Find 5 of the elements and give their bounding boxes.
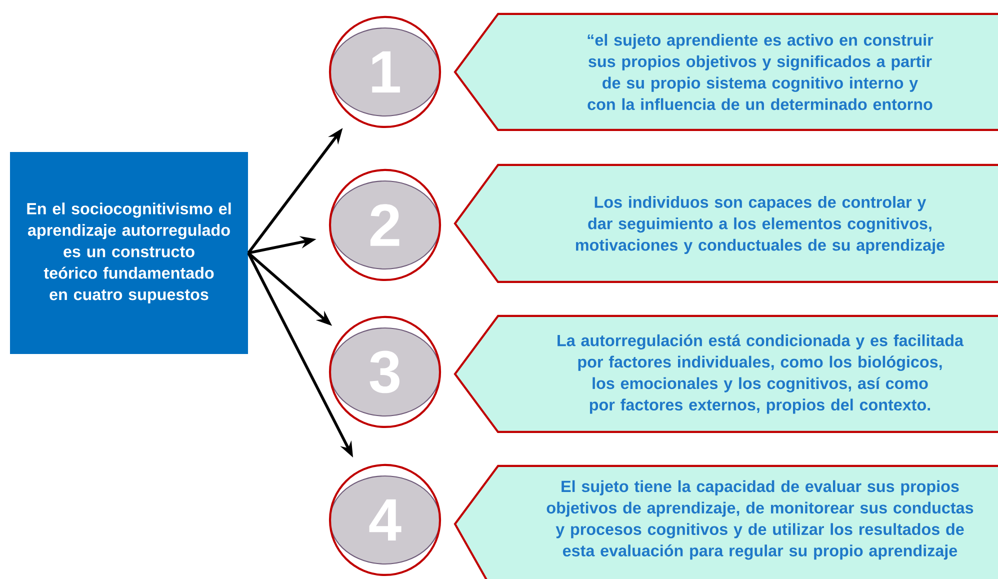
callout-box: El sujeto tiene la capacidad de evaluar sus propios objetivos de aprendizaje, de monitorear sus conductas y procesos cognitivos y de utilizar los resultados de esta evaluación para regular su propio aprendizaje <box>454 464 998 579</box>
topic-box: En el sociocognitivismo el aprendizaje autorregulado es un constructo teórico fundamentado en cuatro supuestos <box>10 152 248 354</box>
callout-box: “el sujeto aprendiente es activo en construir sus propios objetivos y significados a partir de su propio sistema cognitivo interno y con la influencia de un determinado entorno <box>454 12 998 132</box>
callout-box: La autorregulación está condicionada y es facilitada por factores individuales, como los biológicos, los emocionales y los cognitivos, así como por factores externos, propios del contexto. <box>454 314 998 434</box>
callout-box: Los individuos son capaces de controlar y dar seguimiento a los elementos cognitivos, motivaciones y conductuales de su aprendizaje <box>454 164 998 284</box>
